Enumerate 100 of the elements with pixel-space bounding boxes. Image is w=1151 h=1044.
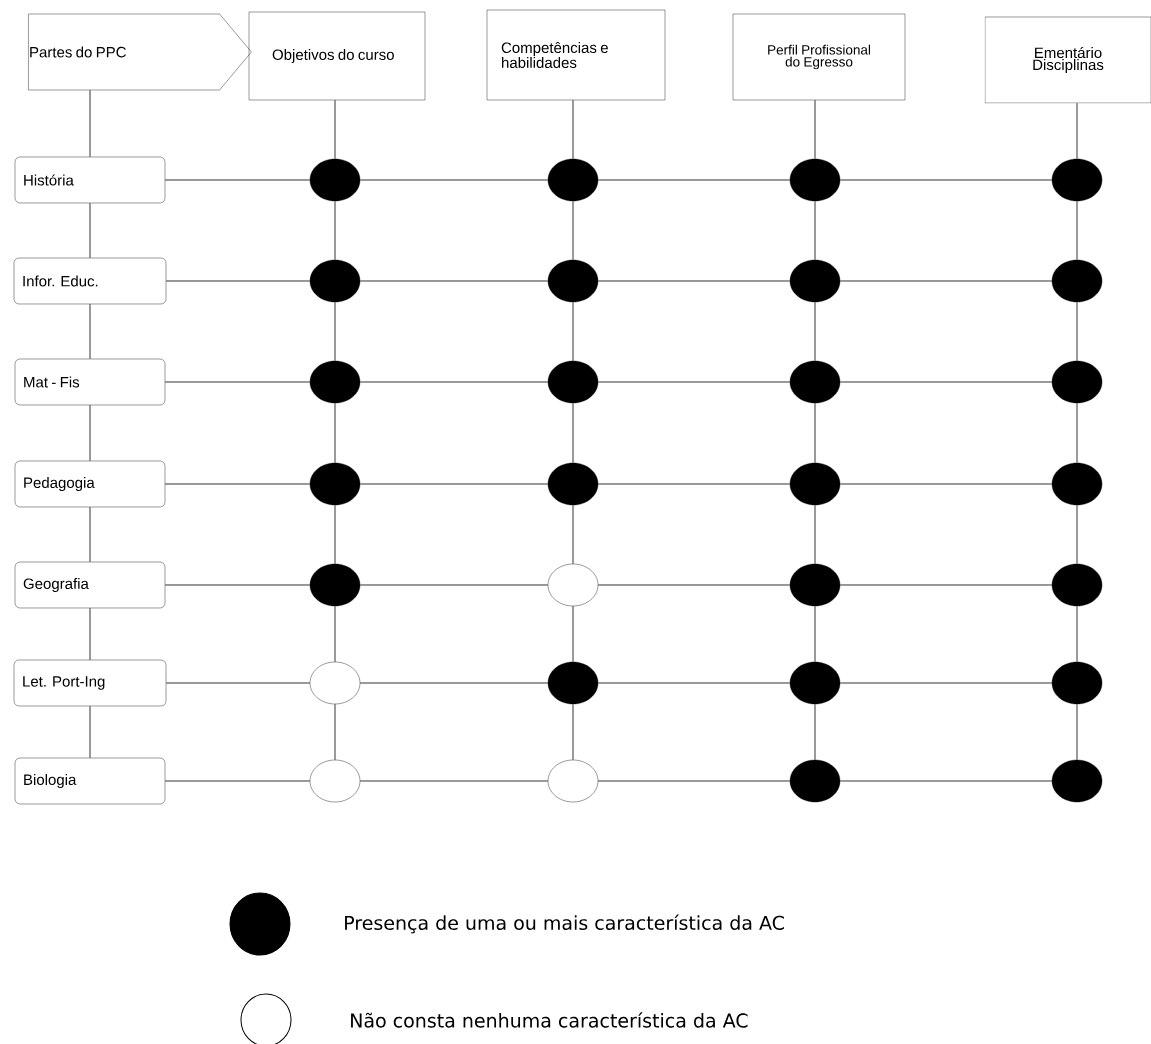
connector-line xyxy=(597,682,791,684)
hollow-circle xyxy=(547,563,599,607)
row-box: História xyxy=(14,156,166,204)
connector-line xyxy=(89,506,91,563)
connector-line xyxy=(165,682,311,684)
header-box: Competências e habilidades xyxy=(486,9,666,101)
connector-line xyxy=(89,89,91,158)
connector-line xyxy=(89,303,91,360)
connector-line xyxy=(164,381,311,383)
filled-dot xyxy=(547,360,599,404)
filled-dot xyxy=(309,259,361,303)
connector-line xyxy=(1076,402,1078,464)
connector-line xyxy=(1076,200,1078,261)
connector-line xyxy=(572,605,574,663)
filled-dot xyxy=(789,563,841,607)
hollow-circle xyxy=(309,759,361,803)
header-box: Ementário Disciplinas xyxy=(984,16,1151,104)
connector-line xyxy=(572,200,574,261)
filled-dot xyxy=(789,661,841,705)
connector-line xyxy=(334,402,336,464)
connector-line xyxy=(597,280,791,282)
connector-line xyxy=(814,402,816,464)
connector-line xyxy=(597,780,791,782)
connector-line xyxy=(839,584,1053,586)
connector-line xyxy=(1076,301,1078,362)
connector-line xyxy=(814,99,816,160)
header-box: Objetivos do curso xyxy=(248,11,426,101)
filled-dot xyxy=(547,259,599,303)
filled-dot xyxy=(547,158,599,202)
connector-line xyxy=(89,607,91,661)
connector-line xyxy=(334,504,336,565)
filled-dot xyxy=(1051,759,1103,803)
connector-line xyxy=(839,381,1053,383)
filled-dot xyxy=(309,158,361,202)
filled-dot xyxy=(309,462,361,506)
connector-line xyxy=(597,179,791,181)
filled-dot xyxy=(1051,462,1103,506)
filled-dot xyxy=(1051,158,1103,202)
connector-line xyxy=(597,381,791,383)
connector-line xyxy=(334,703,336,761)
connector-line xyxy=(359,584,549,586)
filled-dot xyxy=(789,158,841,202)
connector-line xyxy=(572,402,574,464)
connector-line xyxy=(1076,102,1078,160)
connector-line xyxy=(164,179,311,181)
row-box: Mat - Fis xyxy=(14,358,166,406)
hollow-circle xyxy=(309,661,361,705)
filled-dot xyxy=(1051,360,1103,404)
connector-line xyxy=(1076,605,1078,663)
connector-line xyxy=(572,703,574,761)
legend-text: Presença de uma ou mais característica da AC xyxy=(345,914,784,934)
filled-dot xyxy=(1051,563,1103,607)
connector-line xyxy=(164,483,311,485)
filled-dot xyxy=(789,462,841,506)
filled-dot xyxy=(1051,661,1103,705)
filled-dot xyxy=(789,259,841,303)
row-box: Geografia xyxy=(14,561,166,609)
connector-line xyxy=(814,605,816,663)
connector-line xyxy=(164,780,311,782)
row-box: Biologia xyxy=(14,757,166,805)
connector-line xyxy=(334,301,336,362)
filled-dot xyxy=(309,563,361,607)
connector-line xyxy=(165,280,311,282)
connector-line xyxy=(359,280,549,282)
connector-line xyxy=(572,99,574,160)
connector-line xyxy=(839,483,1053,485)
filled-dot xyxy=(309,360,361,404)
filled-dot xyxy=(1051,259,1103,303)
connector-line xyxy=(839,682,1053,684)
connector-line xyxy=(334,99,336,160)
connector-line xyxy=(814,703,816,761)
connector-line xyxy=(334,605,336,663)
hollow-circle xyxy=(547,759,599,803)
connector-line xyxy=(359,483,549,485)
filled-dot xyxy=(547,462,599,506)
connector-line xyxy=(814,504,816,565)
connector-line xyxy=(814,200,816,261)
connector-line xyxy=(89,404,91,462)
connector-line xyxy=(89,705,91,759)
header-box: Perfil Profissional do Egresso xyxy=(732,13,906,101)
row-box: Infor. Educ. xyxy=(13,257,167,305)
filled-dot xyxy=(789,759,841,803)
row-box: Pedagogia xyxy=(14,460,166,508)
connector-line xyxy=(1076,703,1078,761)
connector-line xyxy=(572,504,574,565)
filled-dot xyxy=(789,360,841,404)
legend-text: Não consta nenhuma característica da AC xyxy=(351,1012,748,1028)
row-box: Let. Port-Ing xyxy=(13,659,167,707)
connector-line xyxy=(572,301,574,362)
connector-line xyxy=(839,280,1053,282)
connector-line xyxy=(359,179,549,181)
connector-line xyxy=(597,483,791,485)
connector-line xyxy=(89,202,91,259)
connector-line xyxy=(359,780,549,782)
connector-line xyxy=(814,301,816,362)
connector-line xyxy=(839,179,1053,181)
connector-line xyxy=(334,200,336,261)
connector-line xyxy=(164,584,311,586)
connector-line xyxy=(597,584,791,586)
filled-dot xyxy=(547,661,599,705)
